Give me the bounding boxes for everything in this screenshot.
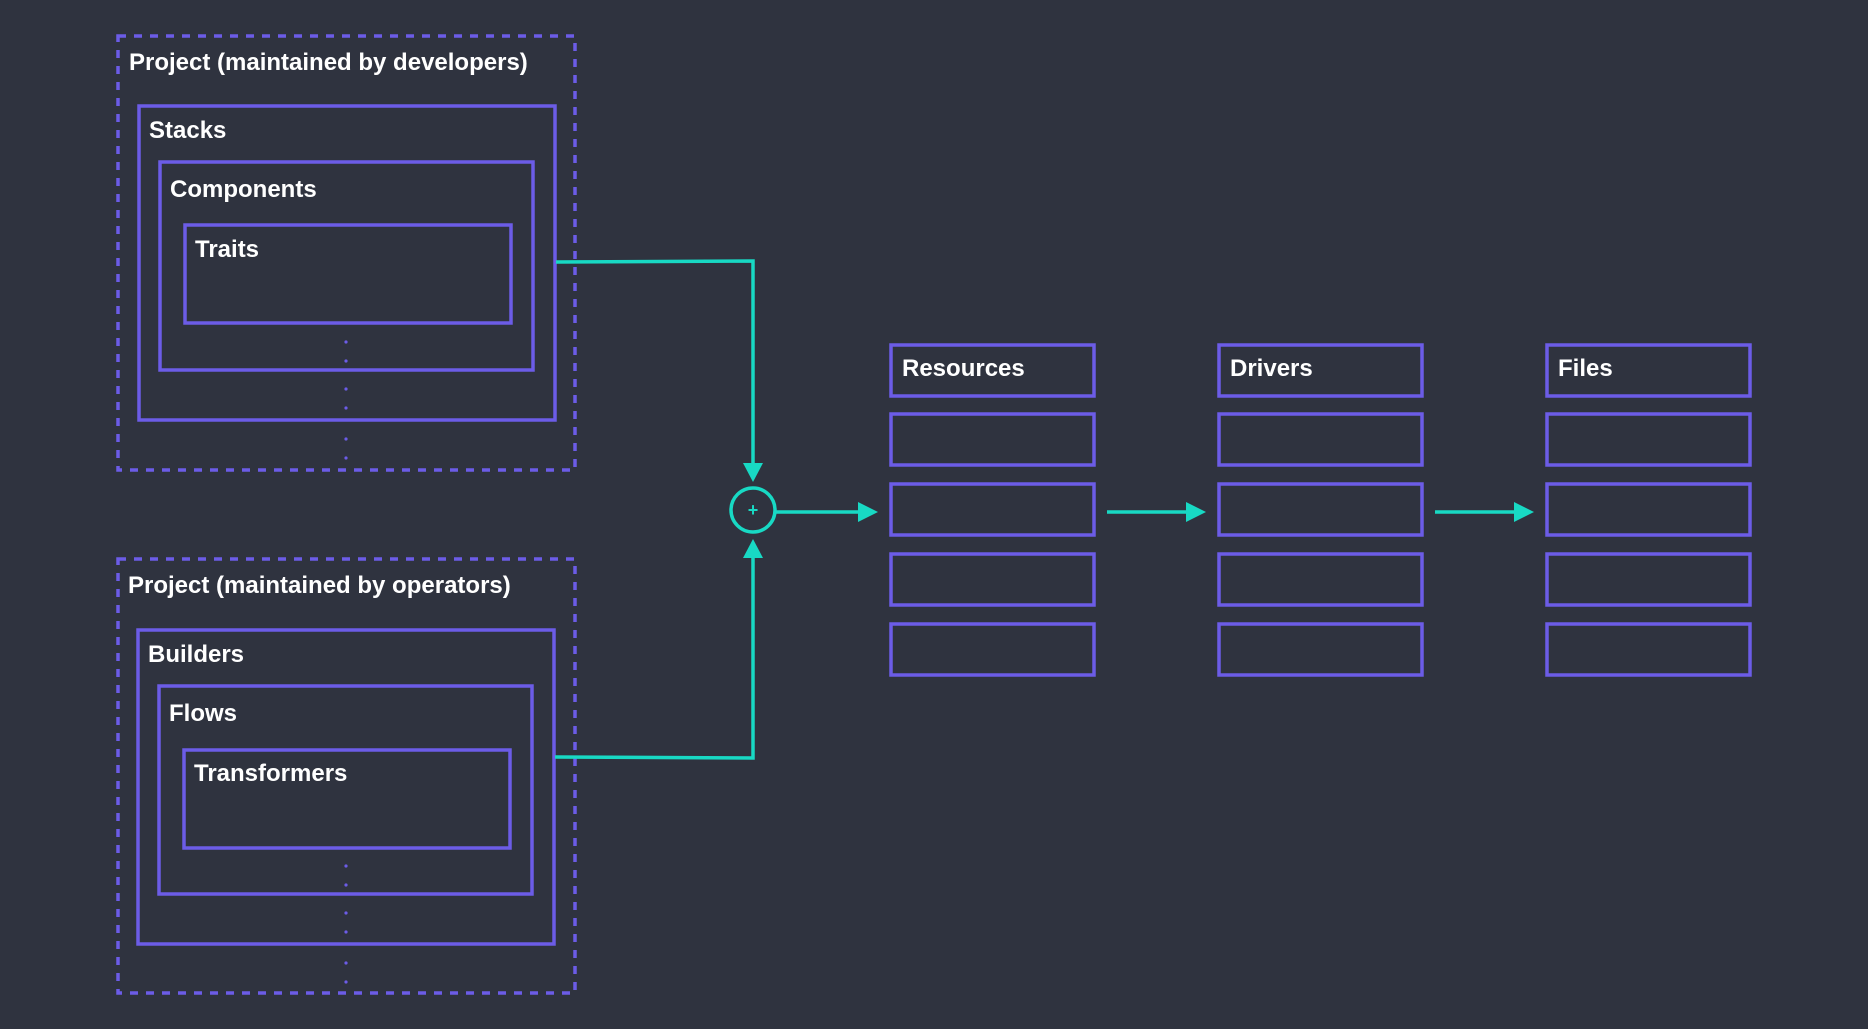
files-item (1545, 482, 1752, 537)
flows-box (157, 684, 534, 896)
components-ellipsis (344, 340, 348, 363)
resources-item (889, 622, 1096, 677)
drivers-item (1217, 482, 1424, 537)
resources-column: Resources (889, 343, 1096, 677)
operators-project-border (116, 557, 577, 995)
files-label: Files (1558, 355, 1613, 382)
drivers-item (1217, 622, 1424, 677)
developers-project-border (116, 34, 577, 472)
transformers-box (182, 748, 512, 850)
arrow-right-icon (1186, 502, 1206, 522)
developers-connector-line (555, 259, 755, 463)
arrow-right-icon (1514, 502, 1534, 522)
drivers-item (1217, 412, 1424, 467)
merge-node (729, 486, 777, 534)
flows-label: Flows (169, 700, 237, 727)
arrow-down-icon (743, 463, 763, 482)
drivers-header-box (1217, 343, 1424, 398)
resources-item (889, 482, 1096, 537)
operators-project: Project (maintained by operators) Builde… (116, 557, 577, 995)
transformers-label: Transformers (194, 760, 347, 787)
stacks-ellipsis (344, 387, 348, 410)
flows-ellipsis (344, 864, 348, 887)
drivers-item (1217, 552, 1424, 607)
files-header-box (1545, 343, 1752, 398)
files-item (1545, 622, 1752, 677)
resources-item (889, 412, 1096, 467)
operators-connector-line (554, 558, 755, 760)
developers-project-title: Project (maintained by developers) (129, 49, 528, 76)
traits-box (183, 223, 513, 325)
drivers-label: Drivers (1230, 355, 1313, 382)
plus-icon: + (748, 500, 759, 520)
files-item (1545, 552, 1752, 607)
project-ellipsis (344, 437, 348, 460)
stacks-label: Stacks (149, 117, 226, 144)
stacks-box (137, 104, 557, 422)
operators-project-title: Project (maintained by operators) (128, 572, 511, 599)
arrow-right-icon (858, 502, 878, 522)
traits-label: Traits (195, 236, 259, 263)
builders-box (136, 628, 556, 946)
builders-label: Builders (148, 641, 244, 668)
arrow-up-icon (743, 539, 763, 558)
resources-label: Resources (902, 355, 1025, 382)
project-ellipsis (344, 961, 348, 984)
components-label: Components (170, 176, 317, 203)
components-box (158, 160, 535, 372)
drivers-column: Drivers (1217, 343, 1424, 677)
resources-item (889, 552, 1096, 607)
developers-project: Project (maintained by developers) Stack… (116, 34, 577, 472)
files-column: Files (1545, 343, 1752, 677)
resources-header-box (889, 343, 1096, 398)
builders-ellipsis (344, 911, 348, 934)
files-item (1545, 412, 1752, 467)
